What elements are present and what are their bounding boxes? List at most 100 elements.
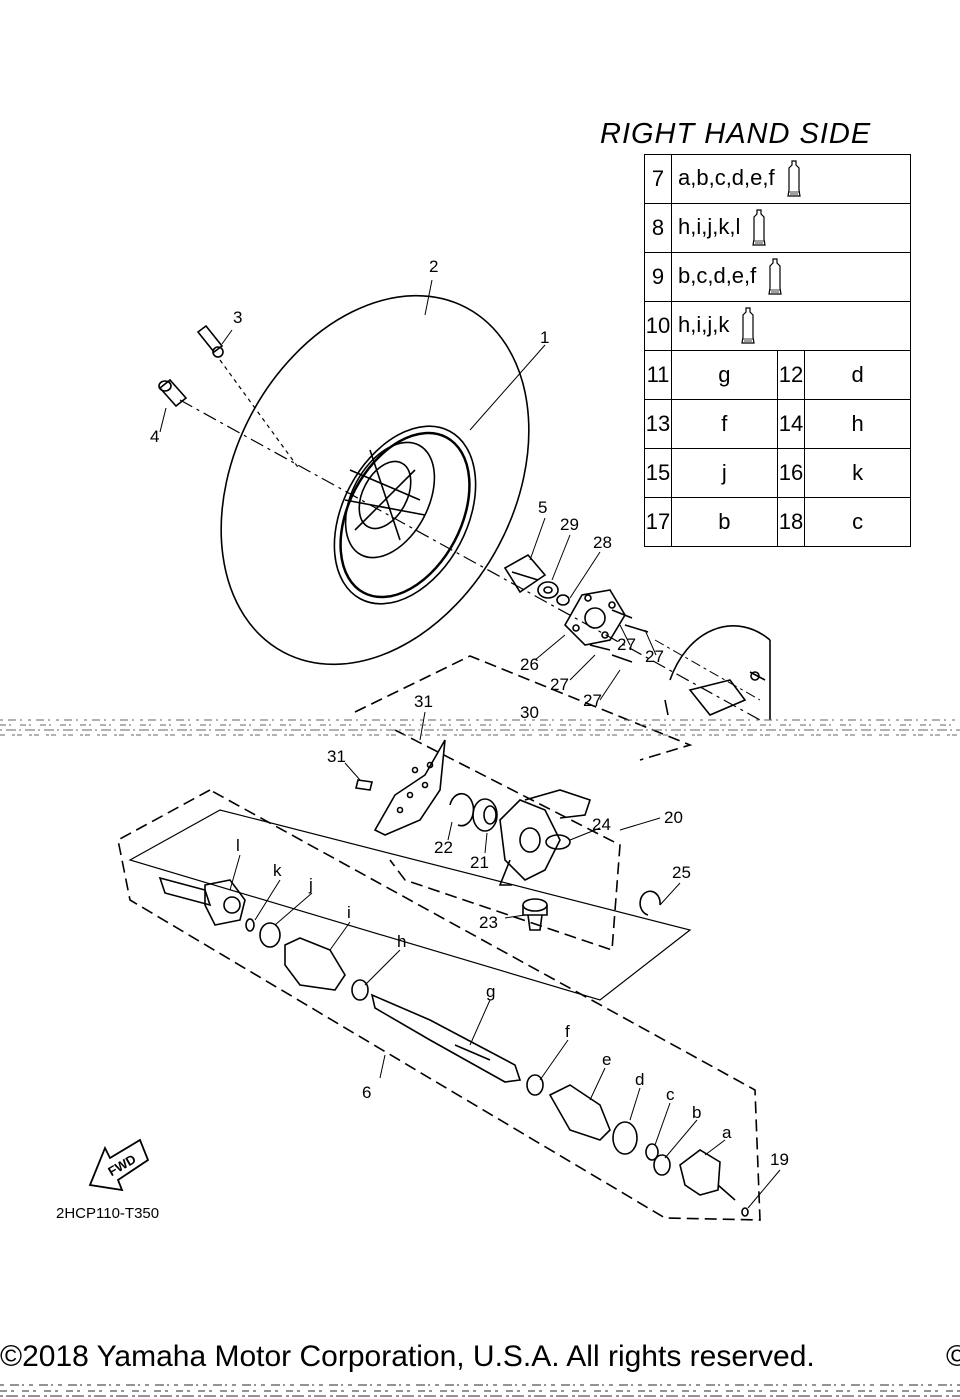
- legend-value: j: [671, 448, 778, 498]
- part-label: j: [308, 875, 313, 894]
- legend-value: h,i,j,k: [671, 301, 911, 351]
- part-labels: 1 2 3 4 5 6 19 20 21 22 23 24 25 26 27 2…: [150, 257, 789, 1169]
- hub-bolts: [589, 609, 761, 701]
- part-label: 31: [414, 692, 433, 711]
- leader-lines: [159, 279, 781, 1209]
- part-label: 22: [434, 838, 453, 857]
- part-label: 23: [479, 913, 498, 932]
- scan-noise-band: [0, 1384, 960, 1397]
- skid-plate: [355, 739, 446, 836]
- part-label: 1: [540, 328, 549, 347]
- lubrication-legend-table: 7 a,b,c,d,e,f 8 h,i,j,k,l 9 b,c,d,e,f 10…: [644, 154, 911, 547]
- legend-row: 8 h,i,j,k,l: [644, 203, 911, 253]
- grease-tube-icon: [741, 307, 756, 344]
- part-label: 4: [150, 427, 159, 446]
- part-label: e: [602, 1050, 611, 1069]
- legend-number: 12: [776, 350, 806, 400]
- legend-value: g: [671, 350, 778, 400]
- legend-value: b: [671, 497, 778, 547]
- valve-stem: [196, 324, 224, 358]
- legend-number: 11: [644, 350, 672, 400]
- part-label: d: [635, 1070, 644, 1089]
- part-label: 27: [645, 647, 664, 666]
- part-label: g: [486, 982, 495, 1001]
- part-label: 27: [617, 635, 636, 654]
- steering-knuckle: [498, 789, 592, 886]
- part-label: 27: [583, 691, 602, 710]
- legend-number: 13: [644, 399, 672, 449]
- legend-row: 17 b 18 c: [644, 497, 911, 547]
- legend-number: 10: [644, 301, 672, 351]
- part-label: 29: [560, 515, 579, 534]
- legend-text: b,c,d,e,f: [678, 262, 757, 288]
- diagram-code: 2HCP110-T350: [56, 1205, 160, 1222]
- fwd-arrow-icon: [88, 1138, 150, 1192]
- part-label: 30: [520, 703, 539, 722]
- legend-value: d: [804, 350, 911, 400]
- part-label: 20: [664, 808, 683, 827]
- wheel-hub: [564, 589, 626, 646]
- legend-number: 7: [644, 154, 672, 204]
- legend-row: 10 h,i,j,k: [644, 301, 911, 351]
- legend-row: 15 j 16 k: [644, 448, 911, 498]
- page-title: RIGHT HAND SIDE: [600, 118, 872, 150]
- part-label: 3: [233, 308, 242, 327]
- legend-text: h,i,j,k: [678, 311, 730, 337]
- circlip: [449, 792, 661, 916]
- part-label: 6: [362, 1083, 371, 1102]
- part-label: 5: [538, 498, 547, 517]
- part-label: 21: [470, 853, 489, 872]
- part-label: 2: [429, 257, 438, 276]
- brake-disc: [664, 625, 771, 720]
- copyright-notice: ©2018 Yamaha Motor Corporation, U.S.A. A…: [0, 1340, 815, 1373]
- legend-number: 9: [644, 252, 672, 302]
- part-label: i: [347, 903, 351, 922]
- legend-value: b,c,d,e,f: [671, 252, 911, 302]
- legend-value: a,b,c,d,e,f: [671, 154, 911, 204]
- legend-value: c: [804, 497, 911, 547]
- part-label: a: [722, 1123, 732, 1142]
- part-label: 19: [770, 1150, 789, 1169]
- part-label: c: [666, 1085, 675, 1104]
- part-label: 31: [327, 747, 346, 766]
- washer: [537, 581, 570, 606]
- fwd-label: FWD: [105, 1151, 138, 1179]
- grease-tube-icon: [768, 258, 783, 295]
- legend-value: h,i,j,k,l: [671, 203, 911, 253]
- legend-number: 17: [644, 497, 672, 547]
- grease-tube-icon: [787, 160, 801, 197]
- grease-tube-icon: [752, 209, 767, 246]
- part-label: b: [692, 1103, 701, 1122]
- part-label: 24: [592, 815, 611, 834]
- legend-row: 9 b,c,d,e,f: [644, 252, 911, 302]
- legend-value: k: [804, 448, 911, 498]
- scan-noise-band: [0, 719, 960, 736]
- legend-number: 16: [776, 448, 806, 498]
- legend-number: 14: [776, 399, 806, 449]
- legend-value: h: [804, 399, 911, 449]
- ball-joint: [522, 898, 548, 931]
- bearing: [472, 798, 498, 832]
- legend-row: 7 a,b,c,d,e,f: [644, 154, 911, 204]
- copyright-fragment: ©: [946, 1340, 960, 1373]
- part-label: 26: [520, 655, 539, 674]
- part-label: k: [273, 861, 282, 880]
- part-label: 27: [550, 675, 569, 694]
- legend-value: f: [671, 399, 778, 449]
- legend-number: 18: [776, 497, 806, 547]
- hub-nut: [503, 553, 547, 594]
- part-label: 25: [672, 863, 691, 882]
- part-label: f: [565, 1022, 570, 1041]
- valve-cap: [158, 378, 188, 408]
- legend-text: h,i,j,k,l: [678, 213, 741, 239]
- legend-row: 13 f 14 h: [644, 399, 911, 449]
- legend-text: a,b,c,d,e,f: [678, 164, 775, 190]
- legend-row: 11 g 12 d: [644, 350, 911, 400]
- part-label: h: [397, 932, 406, 951]
- drive-shaft: [158, 876, 749, 1217]
- legend-number: 15: [644, 448, 672, 498]
- part-label: 28: [593, 533, 612, 552]
- legend-number: 8: [644, 203, 672, 253]
- tire: [220, 294, 530, 666]
